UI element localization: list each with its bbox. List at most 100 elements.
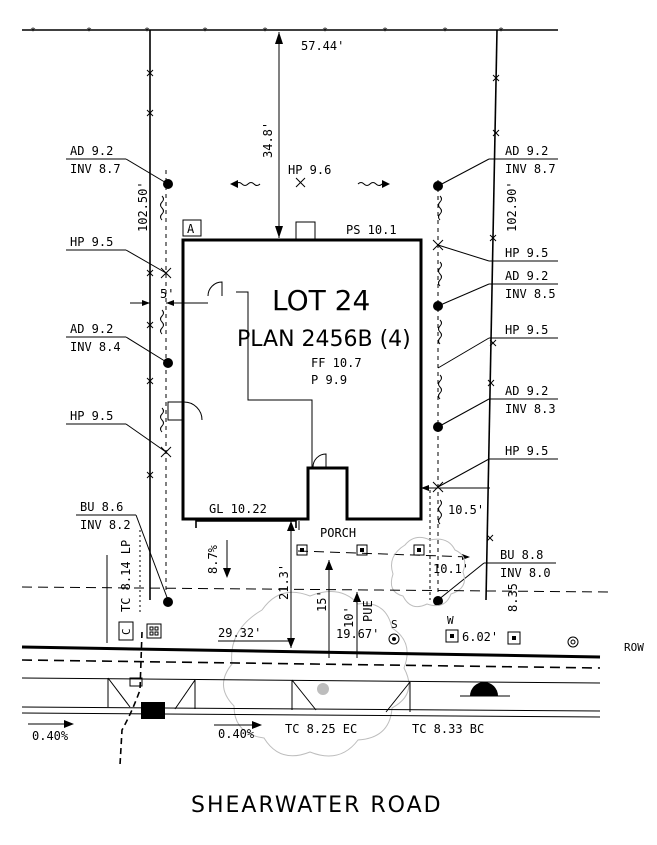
sewer-cleanout-icon (388, 633, 400, 645)
swale-squiggle-icon (160, 309, 164, 335)
svg-text:*: * (202, 26, 208, 37)
swale-squiggle-icon (160, 195, 164, 221)
dimension-10-line (353, 592, 361, 658)
water-meter-icon (445, 629, 459, 643)
svg-text:HP 9.5: HP 9.5 (70, 409, 113, 423)
dimension-10-5: 10.5' (448, 503, 484, 517)
utility-c-label: C (120, 628, 133, 635)
right-callout-bu: BU 8.8 INV 8.0 (433, 548, 556, 606)
area-drain-icon (433, 301, 443, 311)
high-point-x-icon (295, 177, 306, 188)
row-label: ROW (624, 641, 644, 654)
dimension-6-02: 6.02' (462, 630, 498, 644)
dimension-10-1: 10.1' (433, 562, 469, 576)
rear-corner-dimension-line (421, 485, 490, 600)
tree-canopy-right (390, 536, 466, 608)
right-depth-dimension: 102.90' (505, 181, 519, 232)
side-setback-arrows (130, 300, 208, 306)
pavement-edge-line (21, 706, 601, 712)
right-callout-ad-1: AD 9.2 INV 8.7 (433, 144, 558, 191)
bubbler-icon (433, 596, 443, 606)
svg-text:AD 9.2: AD 9.2 (70, 322, 113, 336)
dimension-15: 15' (315, 590, 329, 612)
road-slope-arrow-mid (214, 721, 262, 729)
swale-squiggle-icon (438, 499, 442, 525)
porch-front-line (297, 550, 471, 558)
svg-text:HP 9.5: HP 9.5 (70, 235, 113, 249)
catch-basin-icon (141, 702, 165, 719)
dimension-8-35: 8.35 (506, 583, 520, 612)
right-callout-hp-1: HP 9.5 (432, 239, 558, 262)
porch-column-icon (356, 544, 368, 556)
dimension-10: 10' (342, 606, 356, 628)
side-door-swing-icon (183, 401, 203, 421)
svg-text:INV 8.2: INV 8.2 (80, 518, 131, 532)
swale-squiggle-icon (438, 319, 442, 345)
left-callout-ad-2: AD 9.2 INV 8.4 (66, 322, 173, 368)
road-slope-arrow-left (28, 720, 74, 728)
top-of-curb-ec: TC 8.25 EC (285, 722, 357, 736)
svg-text:*: * (498, 26, 504, 37)
svg-text:*: * (30, 26, 36, 37)
left-callout-ad-1: AD 9.2 INV 8.7 (66, 144, 173, 189)
ps-box (295, 221, 316, 240)
left-property-line (146, 30, 154, 600)
garage-lip-line (195, 520, 297, 528)
right-callout-ad-3: AD 9.2 INV 8.3 (433, 384, 558, 432)
pue-line (21, 586, 611, 593)
drainage-arrow-right-icon (357, 180, 390, 188)
area-drain-icon (433, 422, 443, 432)
svg-text:*: * (442, 26, 448, 37)
lot-number: LOT 24 (272, 284, 370, 317)
dimension-21-3: 21.3' (277, 564, 291, 600)
road-slope-mid: 0.40% (218, 727, 255, 741)
svg-text:INV 8.7: INV 8.7 (505, 162, 556, 176)
area-drain-icon (163, 179, 173, 189)
rear-property-line: * * * * * * * * * (22, 26, 558, 37)
right-callout-hp-2: HP 9.5 (437, 323, 558, 369)
curb-line (21, 645, 601, 659)
left-callout-hp-1: HP 9.5 (66, 235, 172, 279)
porch-column-icon (413, 544, 425, 556)
plan-number: PLAN 2456B (4) (237, 327, 411, 352)
fire-hydrant-icon (567, 636, 579, 648)
road-slope-left: 0.40% (32, 729, 69, 743)
frontage-dimension: 57.44' (301, 39, 344, 53)
driveway-slope-arrow (223, 540, 231, 578)
house-footprint (181, 238, 423, 521)
svg-text:HP 9.5: HP 9.5 (505, 444, 548, 458)
utility-box-c (118, 621, 134, 641)
manhole-icon (470, 682, 498, 696)
tc-lp-label: TC 8.14 LP (119, 540, 133, 612)
pad-level: P 9.9 (311, 373, 347, 387)
svg-text:*: * (322, 26, 328, 37)
svg-text:HP 9.5: HP 9.5 (505, 246, 548, 260)
porch-label: PORCH (320, 526, 356, 540)
right-property-line (485, 29, 500, 601)
dimension-29-32: 29.32' (218, 626, 261, 640)
left-callout-hp-2: HP 9.5 (66, 409, 172, 458)
svg-text:BU 8.8: BU 8.8 (500, 548, 543, 562)
dimension-15-line (325, 560, 333, 658)
front-door-swing-icon (312, 453, 327, 468)
svg-text:BU 8.6: BU 8.6 (80, 500, 123, 514)
swale-squiggle-icon (438, 261, 442, 287)
door-swing-icon (207, 281, 223, 297)
right-callout-ad-2: AD 9.2 INV 8.5 (433, 269, 558, 311)
right-callout-hp-3: HP 9.5 (432, 444, 558, 493)
road-name: SHEARWATER ROAD (191, 793, 443, 818)
area-drain-icon (163, 358, 173, 368)
ps-label: PS 10.1 (346, 223, 397, 237)
svg-text:INV 8.3: INV 8.3 (505, 402, 556, 416)
svg-text:*: * (144, 26, 150, 37)
garage-level: GL 10.22 (209, 502, 267, 516)
side-setback-dimension: 5' (160, 287, 174, 301)
svg-text:*: * (262, 26, 268, 37)
service-line (119, 631, 143, 766)
gutter-line (21, 677, 601, 684)
svg-text:INV 8.5: INV 8.5 (505, 287, 556, 301)
swale-squiggle-icon (438, 374, 442, 400)
left-depth-dimension: 102.50' (136, 181, 150, 232)
svg-text:AD 9.2: AD 9.2 (505, 144, 548, 158)
